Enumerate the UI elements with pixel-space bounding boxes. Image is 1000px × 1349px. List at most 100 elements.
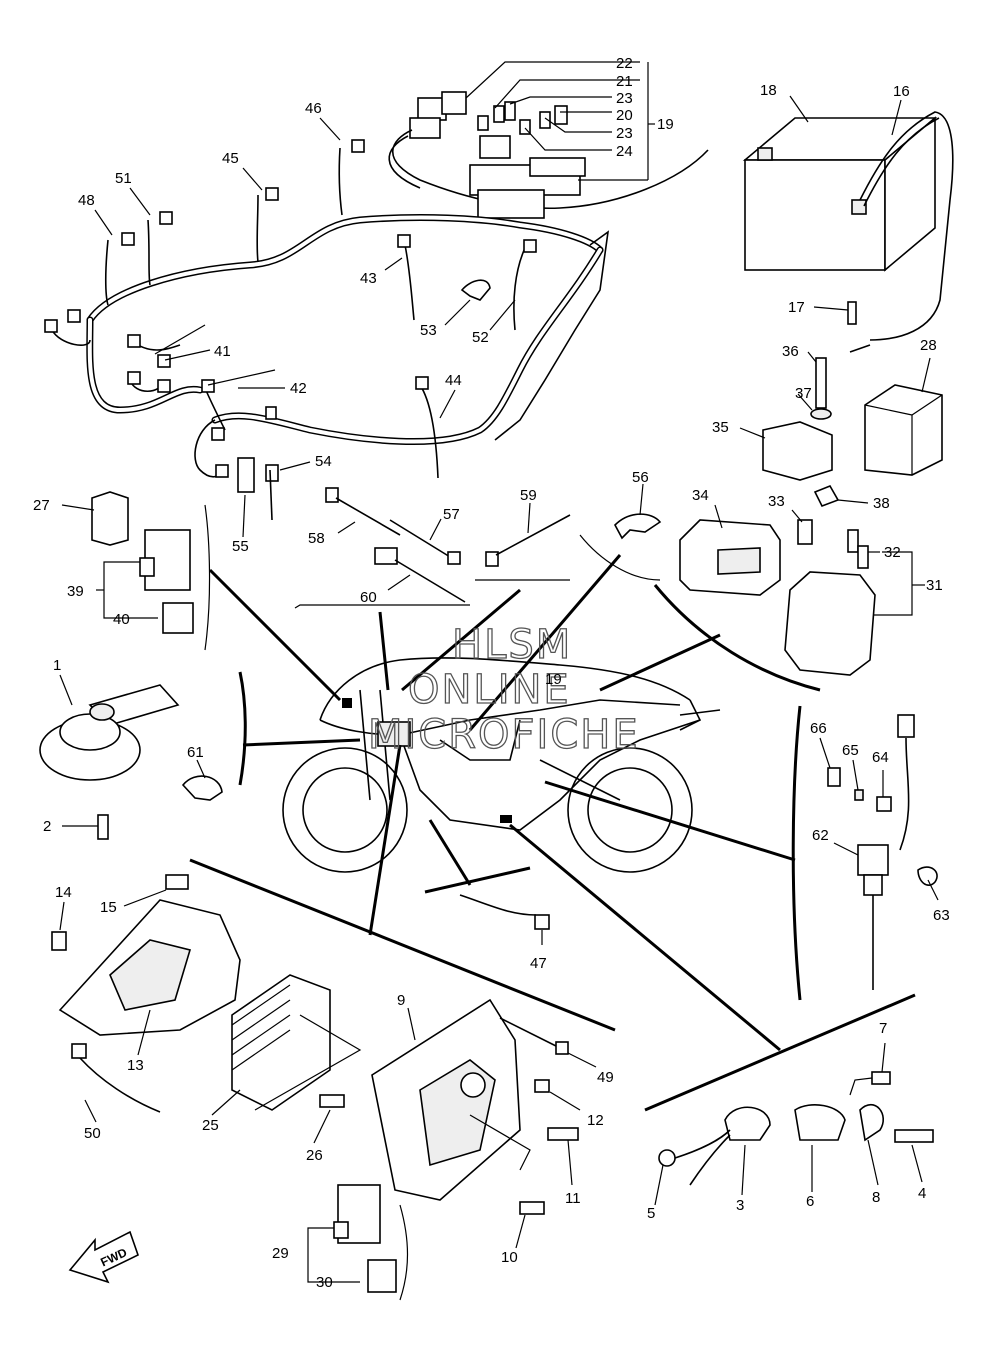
bracket-13-recess <box>109 939 192 1011</box>
callout-60: 60 <box>360 589 377 606</box>
watermark-line3: MICROFICHE <box>368 712 640 758</box>
battery-terminal-neg <box>757 147 773 161</box>
callout-20: 20 <box>616 107 633 124</box>
relay-28 <box>864 384 943 476</box>
band-50-head <box>71 1043 87 1059</box>
callout-43: 43 <box>360 270 377 287</box>
callout-4: 4 <box>918 1185 926 1202</box>
connector-48 <box>121 232 135 246</box>
callout-36: 36 <box>782 343 799 360</box>
callout-9: 9 <box>397 992 405 1009</box>
battery-terminal-pos <box>851 199 867 215</box>
bolt-11 <box>547 1127 579 1141</box>
callout-49: 49 <box>597 1069 614 1086</box>
ecu-location <box>377 721 411 747</box>
fuse-32b <box>857 545 869 569</box>
fuse-box-top <box>529 157 586 177</box>
callout-17: 17 <box>788 299 805 316</box>
callout-61: 61 <box>187 744 204 761</box>
callout-48: 48 <box>78 192 95 209</box>
callout-27: 27 <box>33 497 50 514</box>
callout-19a: 19 <box>657 116 674 133</box>
band-47-head <box>534 914 550 930</box>
fuse-32 <box>847 529 859 553</box>
relay-group-right <box>739 351 943 508</box>
horn-boss <box>89 703 115 721</box>
clip-63 <box>917 866 938 886</box>
cover-40 <box>162 602 194 634</box>
callout-23a: 23 <box>616 90 633 107</box>
connector-b <box>67 309 81 323</box>
front-rim <box>302 767 388 853</box>
neutral-switch-group <box>654 1042 934 1206</box>
watermark-line2: ONLINE <box>408 667 571 713</box>
horn-group <box>39 674 223 840</box>
sleeve-55 <box>237 457 255 493</box>
bolt-26 <box>319 1094 345 1108</box>
fuse-20 <box>539 111 551 129</box>
connector-41a <box>127 334 141 348</box>
pin-65 <box>854 789 864 801</box>
connector-45 <box>265 187 279 201</box>
switch-62 <box>857 844 889 876</box>
callout-12: 12 <box>587 1112 604 1129</box>
callout-14: 14 <box>55 884 72 901</box>
callout-50: 50 <box>84 1125 101 1142</box>
damper-64 <box>876 796 892 812</box>
main-wire-harness <box>44 117 610 538</box>
marker-relay <box>342 698 352 708</box>
bolt-15 <box>165 874 189 890</box>
callout-30: 30 <box>316 1274 333 1291</box>
connector-46 <box>351 139 365 153</box>
washer-37 <box>810 408 832 420</box>
callout-28: 28 <box>920 337 937 354</box>
callout-6: 6 <box>806 1193 814 1210</box>
callout-22: 22 <box>616 55 633 72</box>
clip-60 <box>374 547 398 565</box>
callout-41: 41 <box>214 343 231 360</box>
callout-66: 66 <box>810 720 827 737</box>
marker-bracket <box>500 815 512 823</box>
callout-34: 34 <box>692 487 709 504</box>
callout-56: 56 <box>632 469 649 486</box>
band-49-head <box>555 1041 569 1055</box>
starter-relay-group <box>679 504 925 676</box>
relay-27 <box>91 491 129 546</box>
bolt-4 <box>894 1129 934 1143</box>
callout-46: 46 <box>305 100 322 117</box>
callout-23b: 23 <box>616 125 633 142</box>
callout-65: 65 <box>842 742 859 759</box>
callout-33: 33 <box>768 493 785 510</box>
callout-45: 45 <box>222 150 239 167</box>
callout-51: 51 <box>115 170 132 187</box>
fuse-box-base <box>477 189 545 219</box>
callout-64: 64 <box>872 749 889 766</box>
pointer-lines <box>189 554 916 1112</box>
clamp-54 <box>265 464 279 482</box>
bolt-7 <box>871 1071 891 1085</box>
callout-44: 44 <box>445 372 462 389</box>
callout-57: 57 <box>443 506 460 523</box>
rectifier-group <box>51 874 362 1144</box>
watermark-line1: HLSM <box>452 622 572 668</box>
sidestand-switch-group <box>819 714 939 990</box>
band-47-group <box>459 894 550 945</box>
callout-1: 1 <box>53 657 61 674</box>
callout-54: 54 <box>315 453 332 470</box>
callout-47: 47 <box>530 955 547 972</box>
callout-7: 7 <box>879 1020 887 1037</box>
callout-19b: 19 <box>545 671 562 688</box>
callout-42: 42 <box>290 380 307 397</box>
connector-41c <box>127 371 141 385</box>
callout-10: 10 <box>501 1249 518 1266</box>
band-58-head <box>325 487 339 503</box>
bracket-35 <box>762 421 833 481</box>
clamp-56 <box>614 513 662 540</box>
bolt-10 <box>519 1201 545 1215</box>
bolt-36 <box>815 357 827 409</box>
grommet-12 <box>534 1079 550 1093</box>
tie-band-group <box>294 483 662 609</box>
switch-connector <box>897 714 915 738</box>
band-57-head <box>447 551 461 565</box>
